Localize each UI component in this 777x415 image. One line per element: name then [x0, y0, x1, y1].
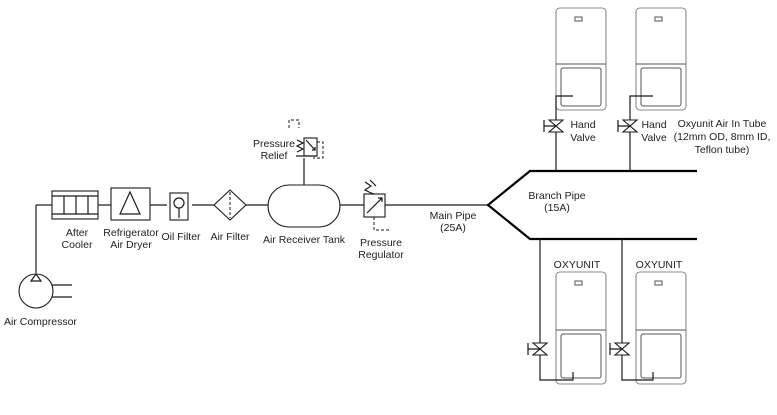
- oxyunit-upper-left: [555, 7, 607, 111]
- label-oxyunit-tube-1: Oxyunit Air In Tube: [678, 118, 767, 130]
- pressure-relief-symbol: [288, 119, 324, 159]
- oil-filter-symbol: [169, 192, 189, 221]
- oxyunit-lower-right: [635, 271, 687, 385]
- hand-valve-lower-right: [609, 239, 654, 381]
- label-refrigerator-air-dryer-1: Refrigerator: [103, 227, 159, 239]
- label-hand-valve-right-1: Hand: [641, 119, 666, 131]
- label-pressure-relief-2: Relief: [261, 150, 288, 162]
- label-hand-valve-left-2: Valve: [570, 132, 596, 144]
- label-branch-pipe-2: (15A): [544, 202, 570, 214]
- label-oxyunit-right: OXYUNIT: [636, 259, 683, 271]
- main-air-line: [35, 204, 488, 273]
- label-after-cooler-1: After: [66, 227, 89, 239]
- refrigerator-air-dryer-symbol: [110, 187, 151, 221]
- air-receiver-tank-symbol: [267, 158, 341, 228]
- label-oxyunit-tube-3: Teflon tube): [695, 144, 750, 156]
- hand-valve-upper-left: [543, 95, 573, 171]
- air-compressor-symbol: [18, 272, 72, 309]
- label-air-filter: Air Filter: [210, 231, 250, 243]
- label-after-cooler-2: Cooler: [62, 239, 93, 251]
- label-refrigerator-air-dryer-2: Air Dryer: [110, 239, 152, 251]
- label-main-pipe-2: (25A): [440, 222, 466, 234]
- pressure-regulator-symbol: [363, 179, 390, 231]
- label-hand-valve-right-2: Valve: [641, 132, 667, 144]
- label-oxyunit-tube-2: (12mm OD, 8mm ID,: [674, 131, 771, 143]
- label-branch-pipe-1: Branch Pipe: [528, 190, 585, 202]
- oxyunit-lower-left: [555, 271, 607, 385]
- branch-manifold: [486, 169, 697, 241]
- label-pressure-regulator-1: Pressure: [360, 237, 402, 249]
- oxyunit-upper-right: [635, 7, 687, 111]
- air-filter-symbol: [213, 189, 247, 221]
- label-air-compressor: Air Compressor: [4, 316, 77, 328]
- label-oil-filter: Oil Filter: [161, 231, 201, 243]
- hand-valve-upper-right: [617, 95, 653, 171]
- label-pressure-regulator-2: Regulator: [358, 249, 404, 261]
- label-air-receiver-tank: Air Receiver Tank: [263, 234, 346, 246]
- label-pressure-relief-1: Pressure: [253, 138, 295, 150]
- label-main-pipe-1: Main Pipe: [430, 210, 477, 222]
- label-hand-valve-left-1: Hand: [570, 119, 595, 131]
- after-cooler-symbol: [51, 190, 99, 220]
- hand-valve-lower-left: [527, 239, 574, 381]
- label-oxyunit-left: OXYUNIT: [554, 259, 601, 271]
